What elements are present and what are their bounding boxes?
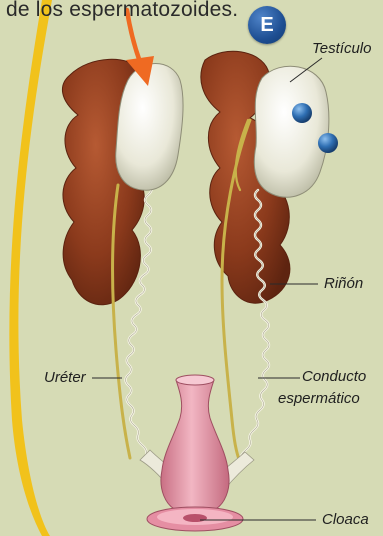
label-sperm-duct-line1: Conducto xyxy=(302,368,366,385)
label-cloaca: Cloaca xyxy=(322,511,369,528)
right-testicle xyxy=(254,66,329,197)
badge-letter: E xyxy=(260,14,273,37)
caption-text: de los espermatozoides. xyxy=(6,0,238,22)
label-kidney: Riñón xyxy=(324,275,363,292)
label-testicle: Testículo xyxy=(312,40,371,57)
label-sperm-duct-line2: espermático xyxy=(278,390,360,407)
label-ureter: Uréter xyxy=(44,369,86,386)
section-badge: E xyxy=(248,6,286,44)
side-stripe xyxy=(9,0,52,536)
